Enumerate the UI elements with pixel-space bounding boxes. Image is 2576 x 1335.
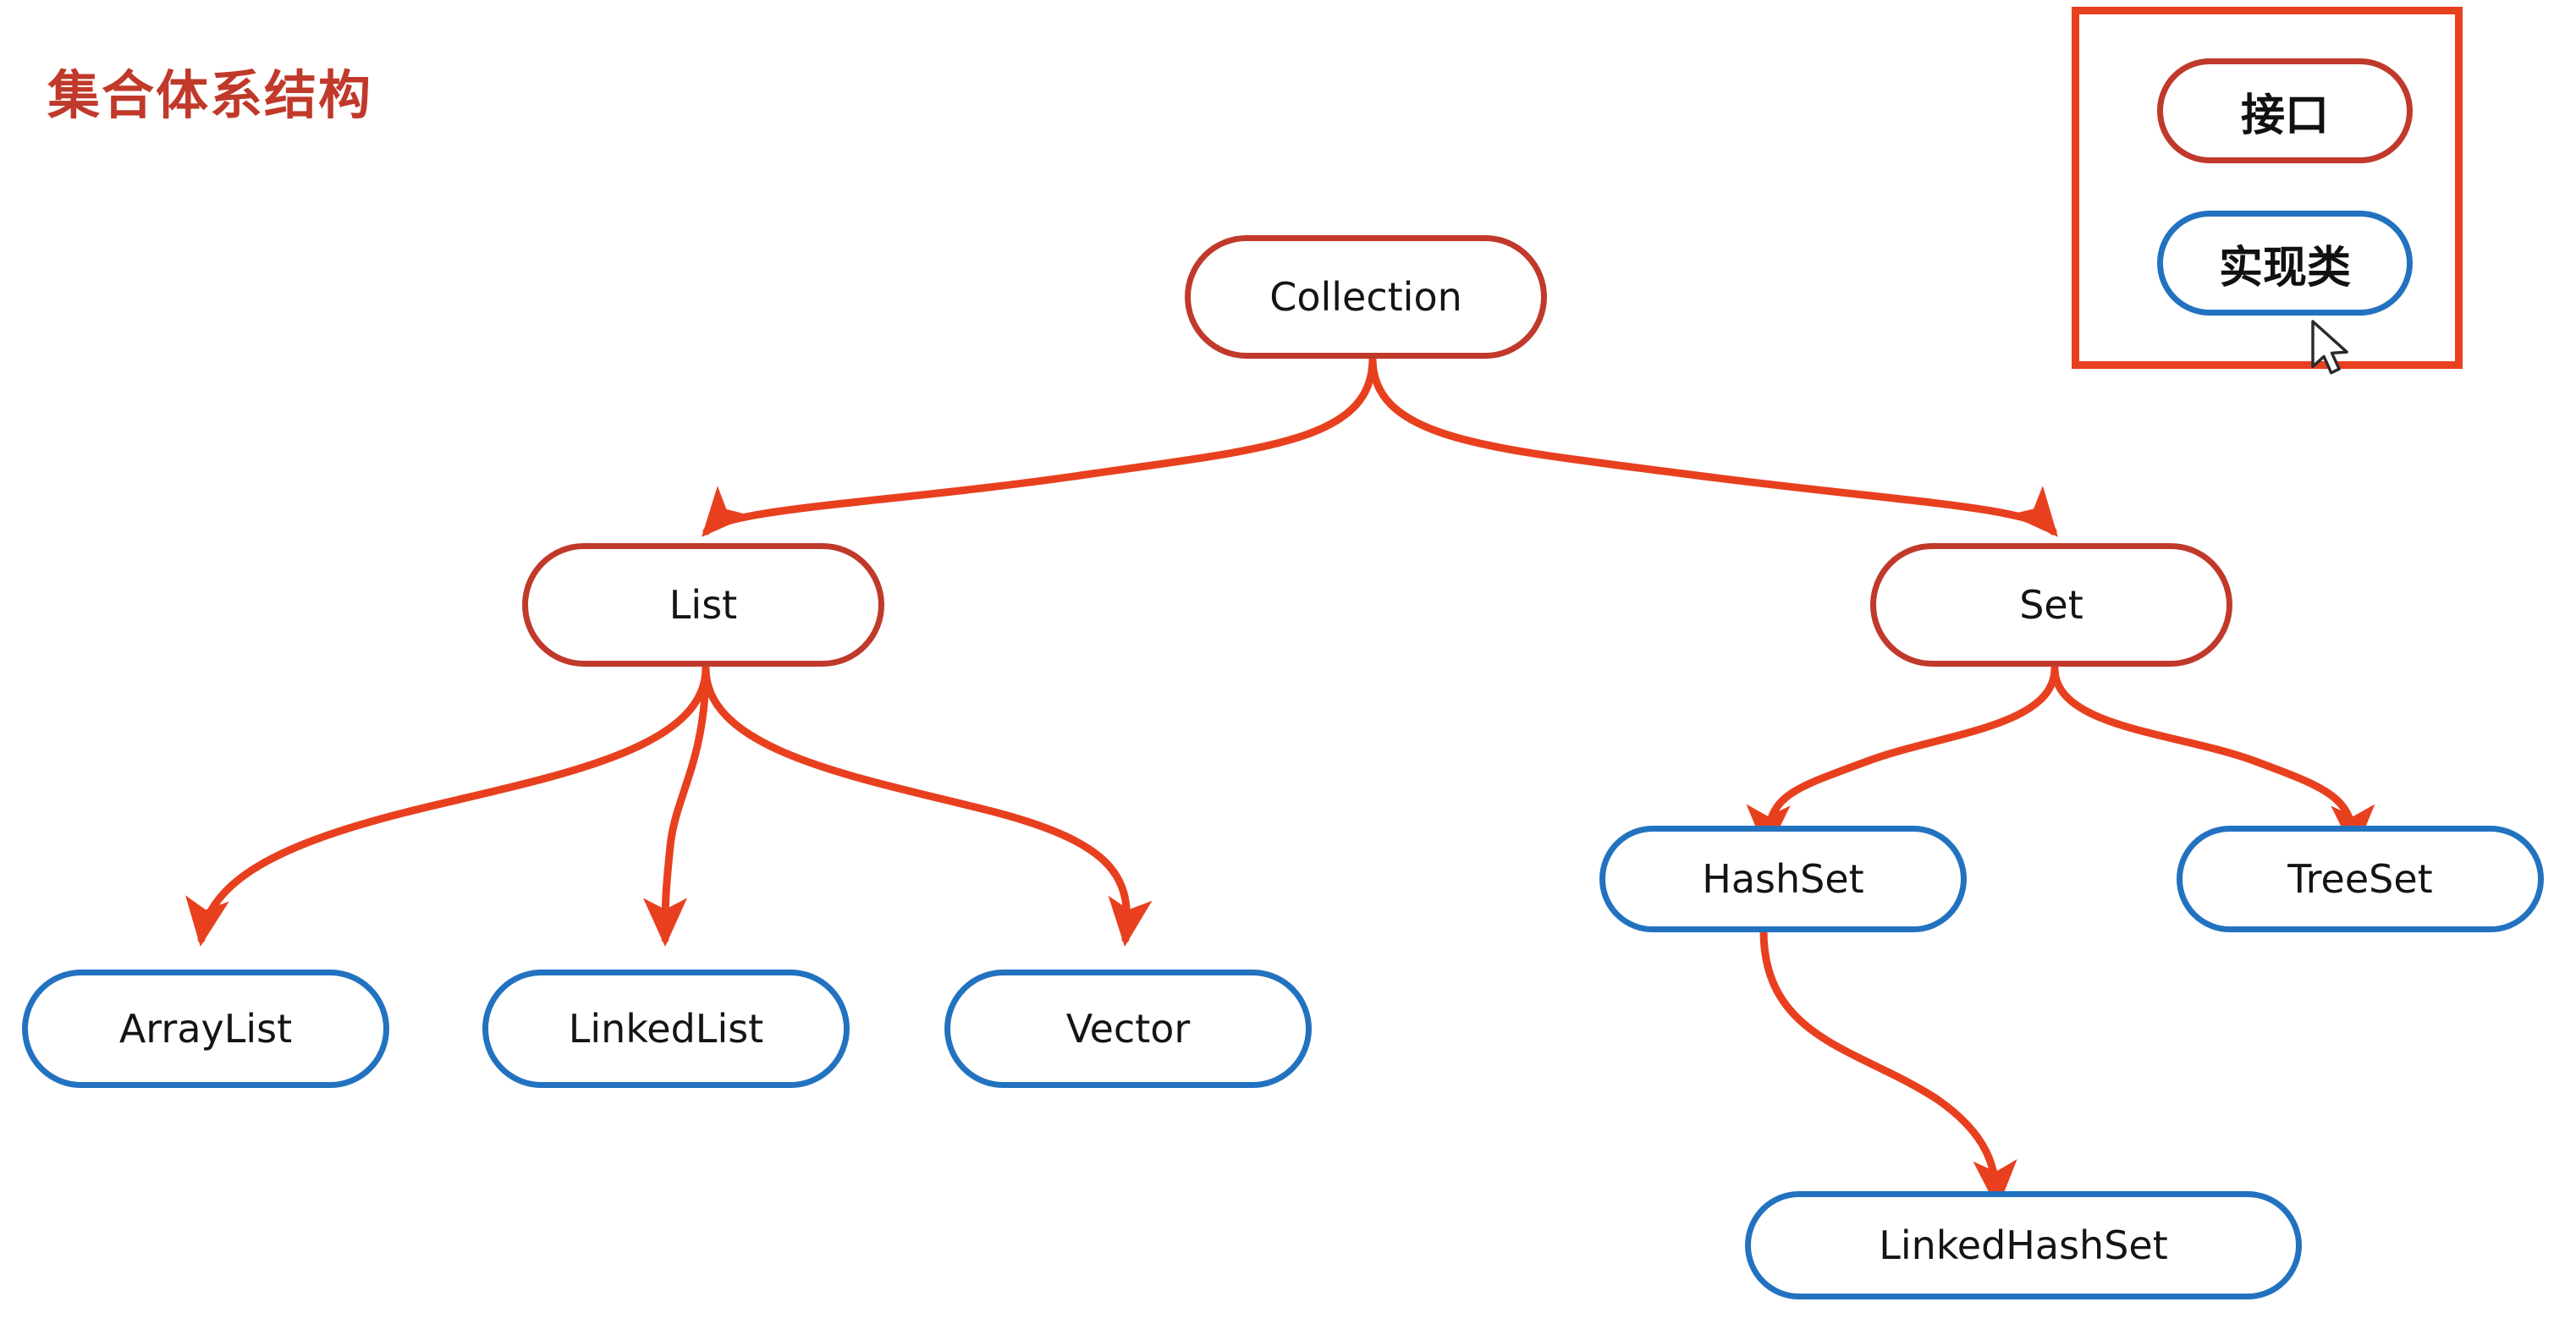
node-arraylist[interactable]: ArrayList <box>22 970 389 1088</box>
page-title: 集合体系结构 <box>47 64 373 126</box>
node-hashset-label: HashSet <box>1702 856 1864 902</box>
node-list[interactable]: List <box>522 543 884 667</box>
edge-list-vector <box>702 664 1153 947</box>
node-linkedlist[interactable]: LinkedList <box>482 970 850 1088</box>
edge-hashset-linkedhashset <box>1759 926 2017 1209</box>
edge-collection-set <box>1368 354 2058 537</box>
node-vector-label: Vector <box>1065 1006 1191 1052</box>
node-arraylist-label: ArrayList <box>118 1006 293 1052</box>
legend-interface-swatch: 接口 <box>2157 58 2413 163</box>
edge-collection-list <box>701 354 1377 537</box>
node-treeset[interactable]: TreeSet <box>2177 826 2544 932</box>
node-list-label: List <box>669 582 738 628</box>
node-set[interactable]: Set <box>1870 543 2232 667</box>
node-collection-label: Collection <box>1269 274 1462 320</box>
legend-box: 接口 实现类 <box>2072 7 2463 369</box>
edge-set-hashset <box>1746 664 2059 854</box>
node-collection[interactable]: Collection <box>1185 235 1547 359</box>
node-vector[interactable]: Vector <box>944 970 1312 1088</box>
edge-set-treeset <box>2050 664 2375 854</box>
edge-list-linkedlist <box>642 664 710 947</box>
legend-impl-label: 实现类 <box>2218 242 2351 294</box>
node-linkedhashset[interactable]: LinkedHashSet <box>1745 1191 2302 1299</box>
legend-interface-label: 接口 <box>2240 90 2329 141</box>
node-linkedlist-label: LinkedList <box>568 1006 764 1052</box>
legend-impl-swatch: 实现类 <box>2157 211 2413 316</box>
node-treeset-label: TreeSet <box>2287 856 2433 902</box>
edge-list-arraylist <box>185 664 710 947</box>
node-set-label: Set <box>2019 582 2083 628</box>
node-linkedhashset-label: LinkedHashSet <box>1879 1222 2168 1268</box>
node-hashset[interactable]: HashSet <box>1599 826 1967 932</box>
